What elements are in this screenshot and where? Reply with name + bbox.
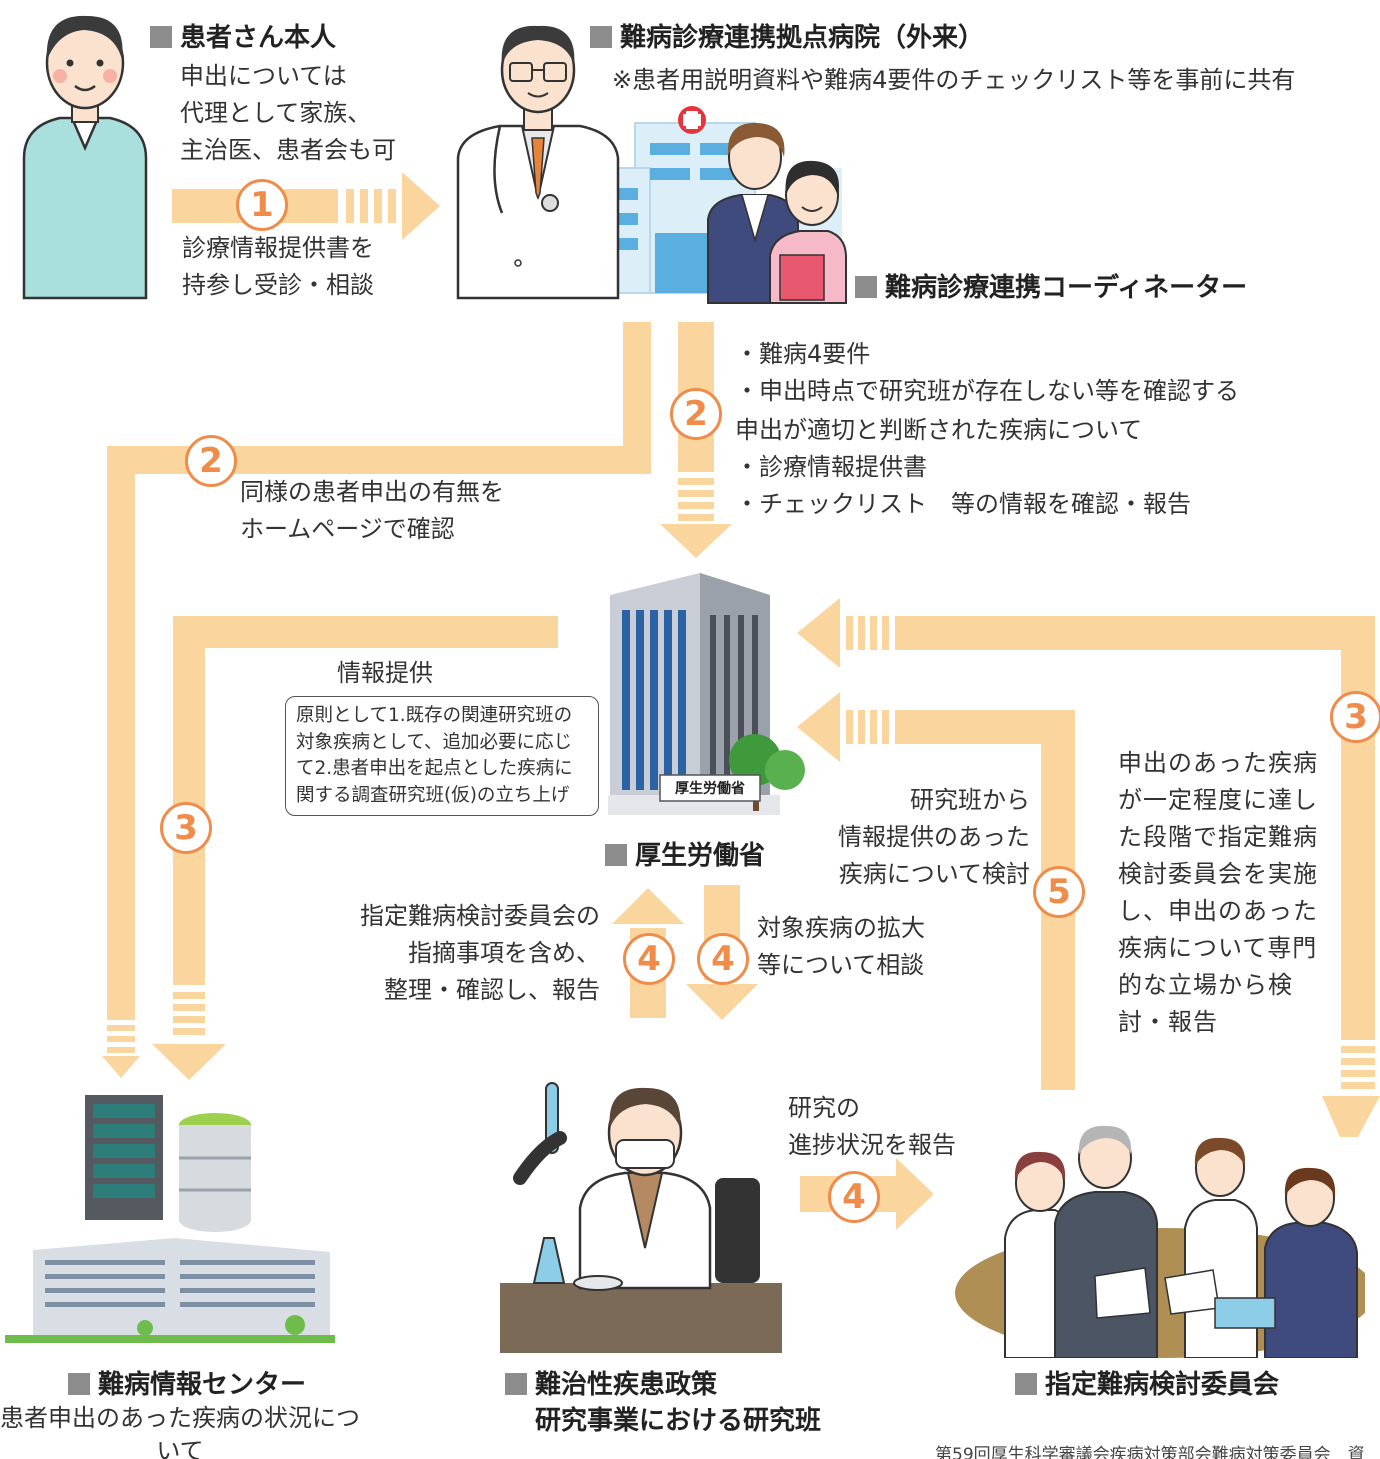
arrow-hospital-to-info-center	[102, 322, 651, 1078]
doctor-and-hospital-icon	[456, 25, 842, 300]
step-3-right-text: 申出のあった疾病 が一定程度に達し た段階で指定難病 検討委員会を実施 し、申出…	[1118, 749, 1318, 1036]
square-bullet-icon	[150, 26, 172, 48]
square-bullet-icon	[1015, 1373, 1037, 1395]
step-4-down-badge: 4	[697, 933, 749, 985]
committee-heading: 指定難病検討委員会	[1015, 1367, 1279, 1403]
info-center-heading: 難病情報センター	[68, 1367, 306, 1403]
step-3-left-badge: 3	[160, 802, 212, 854]
arrow-committee-to-mhlw-outer	[797, 598, 1380, 1137]
step-5-badge: 5	[1033, 866, 1085, 918]
square-bullet-icon	[855, 276, 877, 298]
step-1-text: 診療情報提供書を 持参し受診・相談	[182, 234, 374, 299]
step-4-right-text: 研究の 進捗状況を報告	[788, 1094, 956, 1159]
coordinator-heading: 難病診療連携コーディネーター	[855, 270, 1247, 306]
patient-heading: 患者さん本人	[150, 20, 336, 56]
government-building-icon	[608, 573, 805, 815]
patient-note: 申出については 代理として家族、 主治医、患者会も可	[180, 62, 396, 164]
step-4-right-badge: 4	[828, 1171, 880, 1223]
server-and-building-icon	[5, 1095, 335, 1343]
mhlw-policy-note: 原則として1.既存の関連研究班の 対象疾病として、追加必要に応じ て2.患者申出…	[285, 696, 599, 816]
mhlw-building-sign: 厚生労働省	[675, 781, 745, 797]
source-footer: 第59回厚生科学審議会疾病対策部会難病対策委員会 資	[935, 1445, 1365, 1459]
research-group-heading-line2: 研究事業における研究班	[535, 1406, 822, 1436]
mhlw-heading: 厚生労働省	[605, 838, 765, 874]
square-bullet-icon	[68, 1373, 90, 1395]
info-center-text: 患者申出のあった疾病の状況について 逐次ホームページで公開	[0, 1404, 360, 1459]
step-3-right-badge: 3	[1330, 691, 1380, 743]
arrow-hospital-to-mhlw	[660, 322, 732, 558]
step-4-up-text: 指定難病検討委員会の 指摘事項を含め、 整理・確認し、報告	[360, 902, 600, 1004]
step-2-center-badge: 2	[670, 388, 722, 440]
arrow-committee-to-mhlw-inner	[797, 692, 1075, 1090]
step-2-report-text: 申出が適切と判断された疾病について ・診療情報提供書 ・チェックリスト 等の情報…	[735, 416, 1191, 518]
coordinator-women-icon	[707, 122, 847, 304]
step-5-text: 研究班から 情報提供のあった 疾病について検討	[838, 786, 1030, 888]
step-4-up-badge: 4	[623, 933, 675, 985]
research-group-heading: 難治性疾患政策	[505, 1367, 717, 1403]
hospital-heading: 難病診療連携拠点病院（外来）	[590, 20, 984, 56]
step-2-left-badge: 2	[185, 435, 237, 487]
hospital-note: ※患者用説明資料や難病4要件のチェックリスト等を事前に共有	[612, 66, 1296, 94]
step-2-check-text: ・難病4要件 ・申出時点で研究班が存在しない等を確認する	[735, 340, 1239, 405]
square-bullet-icon	[505, 1373, 527, 1395]
arrow-mhlw-to-info-center	[152, 616, 558, 1080]
researcher-icon	[500, 1082, 782, 1353]
square-bullet-icon	[605, 844, 627, 866]
step-2-left-text: 同様の患者申出の有無を ホームページで確認	[240, 478, 504, 543]
step-1-badge: 1	[236, 179, 288, 231]
step-4-down-text: 対象疾病の拡大 等について相談	[757, 914, 925, 979]
square-bullet-icon	[590, 26, 612, 48]
patient-person-icon	[22, 15, 148, 300]
committee-meeting-icon	[955, 1125, 1365, 1358]
info-provision-label: 情報提供	[337, 659, 433, 687]
